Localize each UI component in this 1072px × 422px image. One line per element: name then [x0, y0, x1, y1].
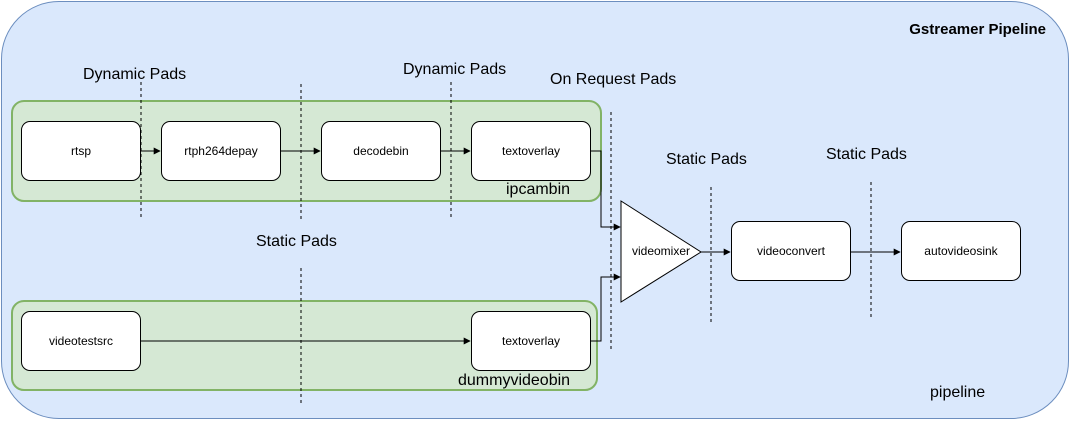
dynamic-pads-label-1: Dynamic Pads — [83, 66, 187, 83]
pipeline-label: pipeline — [930, 384, 986, 401]
videomixer-label: videomixer — [631, 244, 691, 258]
videomixer-triangle — [620, 200, 702, 303]
decodebin-node: decodebin — [321, 121, 441, 181]
videotestsrc-node: videotestsrc — [21, 311, 141, 371]
static-pads-label-mid: Static Pads — [256, 233, 337, 250]
dynamic-pads-label-2: Dynamic Pads — [403, 61, 507, 78]
edge-textoverlay-videomixer-top — [591, 150, 621, 231]
diagram-title: Gstreamer Pipeline — [909, 21, 1046, 38]
ipcambin-label: ipcambin — [506, 181, 571, 198]
videoconvert-node: videoconvert — [731, 221, 851, 281]
rtsp-node: rtsp — [21, 121, 141, 181]
autovideosink-node: autovideosink — [901, 221, 1021, 281]
dummyvideobin-label: dummyvideobin — [458, 372, 571, 389]
static-pads-label-2: Static Pads — [826, 146, 907, 163]
static-pads-label-1: Static Pads — [666, 151, 747, 168]
edge-textoverlay-videomixer-bottom — [591, 273, 621, 342]
textoverlay-dummy-node: textoverlay — [471, 311, 591, 371]
textoverlay-ipcam-node: textoverlay — [471, 121, 591, 181]
on-request-pads-label: On Request Pads — [550, 71, 677, 88]
rtph264depay-node: rtph264depay — [161, 121, 281, 181]
